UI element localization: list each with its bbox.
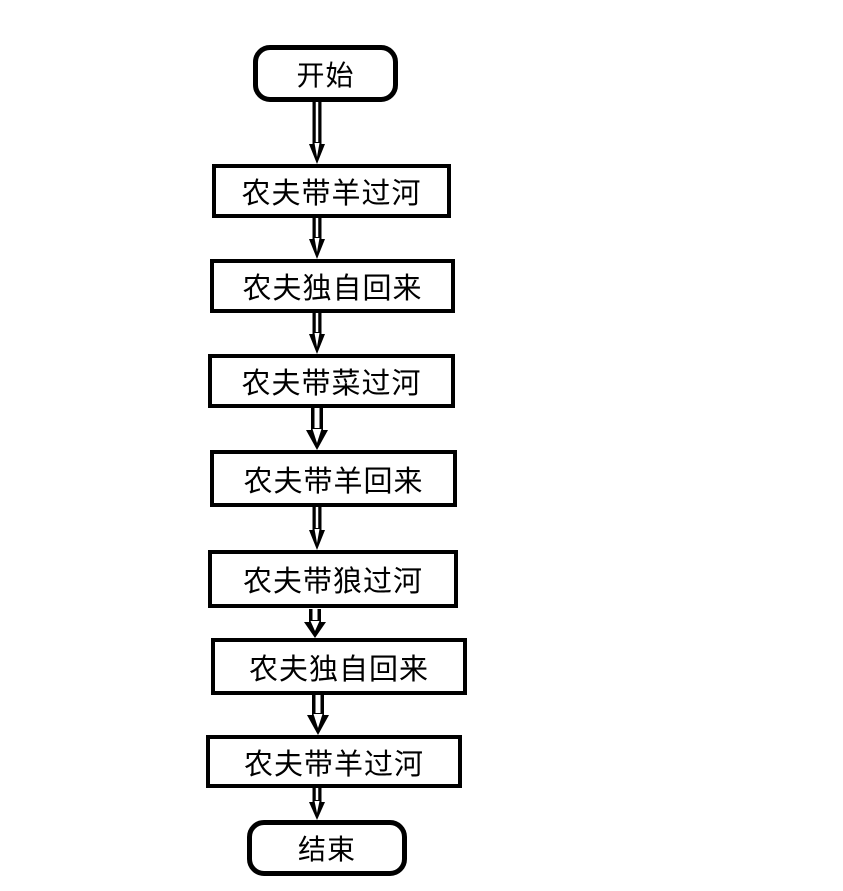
flow-node-step3: 农夫带菜过河 — [208, 354, 455, 408]
flow-arrow-down — [309, 313, 325, 354]
flow-node-label: 农夫带羊过河 — [241, 178, 422, 210]
flow-arrow-down — [307, 695, 329, 735]
flow-arrow-down — [306, 408, 328, 450]
flow-arrow-down — [309, 788, 325, 820]
flow-node-end: 结束 — [247, 820, 407, 876]
flow-node-step1: 农夫带羊过河 — [212, 164, 451, 218]
flow-node-label: 农夫带羊过河 — [243, 748, 424, 781]
flow-node-step6: 农夫独自回来 — [211, 638, 467, 695]
flow-node-step5: 农夫带狼过河 — [208, 550, 458, 608]
flow-arrow-down — [309, 218, 325, 259]
flow-node-step7: 农夫带羊过河 — [206, 735, 462, 788]
flow-node-label: 结束 — [297, 834, 356, 865]
flow-node-start: 开始 — [253, 45, 398, 102]
flow-node-label: 农夫带狼过河 — [242, 566, 423, 598]
flow-node-label: 农夫带羊回来 — [243, 465, 424, 498]
flow-node-step2: 农夫独自回来 — [210, 259, 455, 313]
flow-node-label: 农夫独自回来 — [248, 653, 429, 686]
flow-node-label: 农夫带菜过河 — [241, 368, 422, 400]
flow-node-step4: 农夫带羊回来 — [210, 450, 457, 507]
flow-node-label: 农夫独自回来 — [242, 273, 423, 305]
flow-arrow-down — [309, 507, 325, 550]
flow-node-label: 开始 — [296, 59, 355, 91]
flow-arrow-down — [304, 609, 326, 638]
flow-arrow-down — [309, 102, 325, 164]
